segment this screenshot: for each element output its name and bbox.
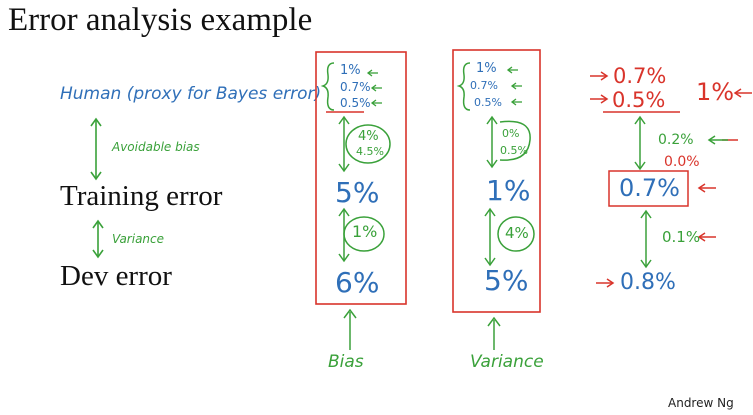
third-training-value: 0.7% bbox=[619, 174, 680, 202]
third-human-1: 0.7% bbox=[613, 64, 667, 88]
third-gap-1: 0.2% bbox=[658, 132, 694, 148]
bias-gap-2: 4.5% bbox=[356, 145, 384, 158]
variance-gap-dev: 4% bbox=[505, 224, 529, 242]
author-credit: Andrew Ng bbox=[668, 396, 734, 410]
variance-caption: Variance bbox=[470, 352, 544, 372]
variance-human-3: 0.5% bbox=[474, 96, 502, 109]
bias-dev-value: 6% bbox=[335, 266, 380, 299]
third-gap-2: 0.0% bbox=[664, 154, 700, 170]
bias-training-value: 5% bbox=[335, 176, 380, 209]
bias-human-3: 0.5% bbox=[340, 96, 371, 110]
third-dev-value: 0.8% bbox=[620, 270, 676, 295]
bias-human-2: 0.7% bbox=[340, 80, 371, 94]
variance-human-2: 0.7% bbox=[470, 79, 498, 92]
variance-label-left: Variance bbox=[112, 232, 165, 246]
bias-gap-dev: 1% bbox=[352, 222, 378, 241]
third-human-aside: 1% bbox=[696, 78, 735, 106]
avoidable-bias-label: Avoidable bias bbox=[112, 140, 200, 154]
left-arrows bbox=[90, 117, 104, 259]
dev-error-label: Dev error bbox=[60, 260, 172, 292]
variance-box bbox=[452, 49, 541, 313]
variance-human-1: 1% bbox=[476, 61, 497, 76]
training-highlight-box bbox=[608, 170, 689, 207]
slide-title: Error analysis example bbox=[8, 2, 313, 38]
bias-gap-1: 4% bbox=[358, 129, 379, 144]
variance-training-value: 1% bbox=[486, 174, 531, 207]
bias-human-1: 1% bbox=[340, 63, 361, 78]
variance-gap-1: 0% bbox=[502, 127, 520, 140]
human-label: Human (proxy for Bayes error) bbox=[60, 84, 322, 104]
third-gap-dev: 0.1% bbox=[662, 228, 701, 246]
training-error-label: Training error bbox=[60, 180, 223, 212]
bias-caption: Bias bbox=[328, 352, 364, 372]
variance-dev-value: 5% bbox=[484, 264, 529, 297]
third-human-2: 0.5% bbox=[612, 88, 666, 112]
variance-gap-2: 0.5% bbox=[500, 144, 528, 157]
bias-box bbox=[315, 51, 407, 305]
